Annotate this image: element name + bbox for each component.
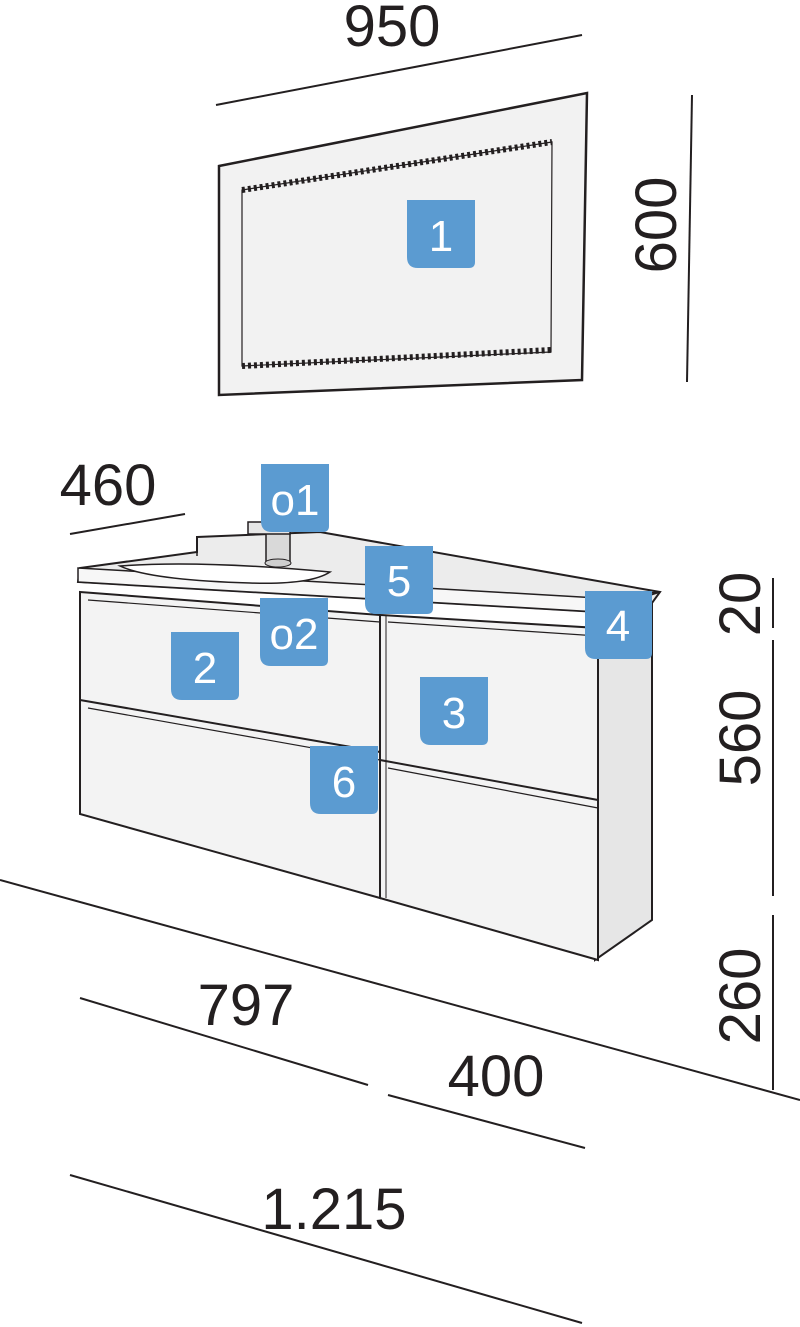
mirror-height-label: 600 <box>624 177 689 274</box>
left-module-width-label: 797 <box>198 973 295 1038</box>
svg-text:1: 1 <box>429 212 453 261</box>
mirror <box>217 91 589 397</box>
right-module-width-line <box>387 1094 586 1149</box>
svg-text:2: 2 <box>193 644 217 693</box>
cabinet-height-label: 560 <box>708 690 773 787</box>
tag-mirror: 1 <box>407 200 475 268</box>
svg-text:4: 4 <box>606 602 630 651</box>
total-width-line <box>69 1174 583 1324</box>
depth-line <box>69 513 186 535</box>
tag-countertop: 5 <box>365 546 433 614</box>
tag-side-panel: 4 <box>585 591 652 659</box>
svg-text:5: 5 <box>387 557 411 606</box>
left-module-width-line <box>79 997 369 1086</box>
tag-left-drawers: 2 <box>171 632 239 700</box>
faucet <box>247 521 292 568</box>
tag-faucet: o1 <box>261 464 329 532</box>
svg-text:o2: o2 <box>270 610 319 659</box>
top-thickness-label: 20 <box>708 572 773 637</box>
mirror-width-label: 950 <box>344 0 441 59</box>
depth-label: 460 <box>60 453 157 518</box>
svg-text:6: 6 <box>332 758 356 807</box>
wall-gap-label: 260 <box>708 948 773 1045</box>
tag-right-drawers: 3 <box>420 677 488 745</box>
right-module-width-label: 400 <box>448 1044 545 1109</box>
svg-text:o1: o1 <box>271 476 320 525</box>
tag-basin: o2 <box>260 598 328 666</box>
tag-handle: 6 <box>310 746 378 814</box>
floor-reference-line <box>0 879 800 1101</box>
mirror-width-line <box>215 34 583 106</box>
svg-text:3: 3 <box>442 689 466 738</box>
mirror-height-line <box>686 94 693 383</box>
total-width-label: 1.215 <box>261 1177 406 1242</box>
